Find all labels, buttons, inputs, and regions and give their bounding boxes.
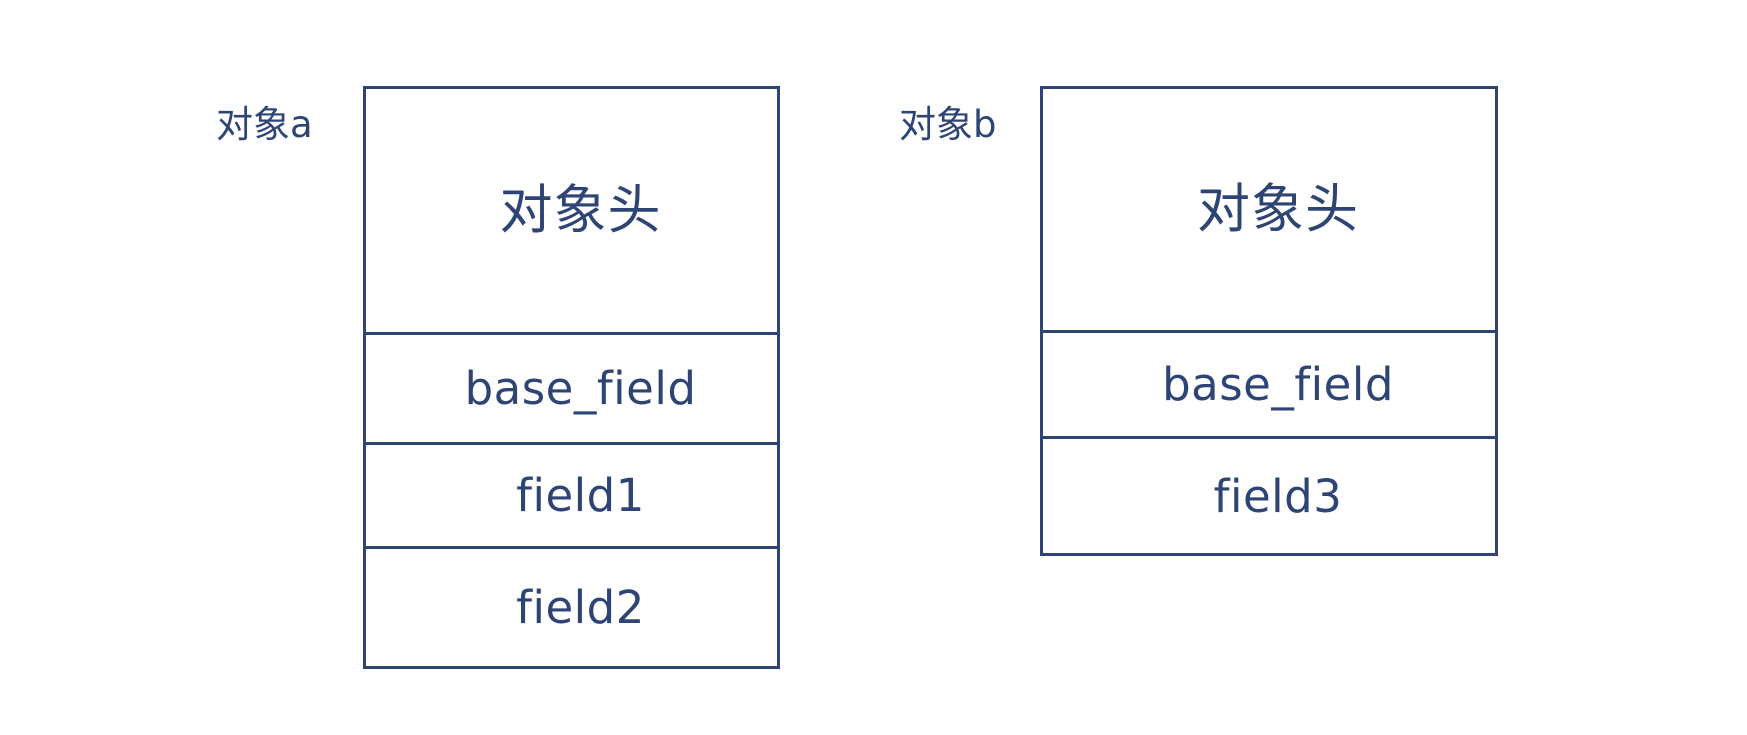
object-a-row-field1: field1	[366, 442, 777, 547]
object-a-box: 对象头 base_field field1 field2	[363, 86, 780, 669]
object-b-row-base-field: base_field	[1043, 329, 1495, 437]
object-a-label: 对象a	[216, 103, 313, 146]
object-a-field2-text: field2	[516, 581, 645, 635]
object-b-row-field3: field3	[1043, 436, 1495, 553]
object-b-row-header: 对象头	[1043, 89, 1495, 330]
object-a-base-field-text: base_field	[464, 362, 697, 416]
object-b-base-field-text: base_field	[1162, 358, 1394, 412]
object-a-row-field2: field2	[366, 546, 777, 666]
object-b-field3-text: field3	[1213, 469, 1343, 523]
object-b-header-text: 对象头	[1197, 178, 1359, 240]
object-b-label: 对象b	[899, 103, 997, 146]
object-a-row-base-field: base_field	[366, 332, 777, 443]
object-a-header-text: 对象头	[499, 180, 662, 242]
object-b-box: 对象头 base_field field3	[1040, 86, 1498, 556]
object-a-field1-text: field1	[516, 469, 645, 523]
object-a-row-header: 对象头	[366, 89, 777, 333]
